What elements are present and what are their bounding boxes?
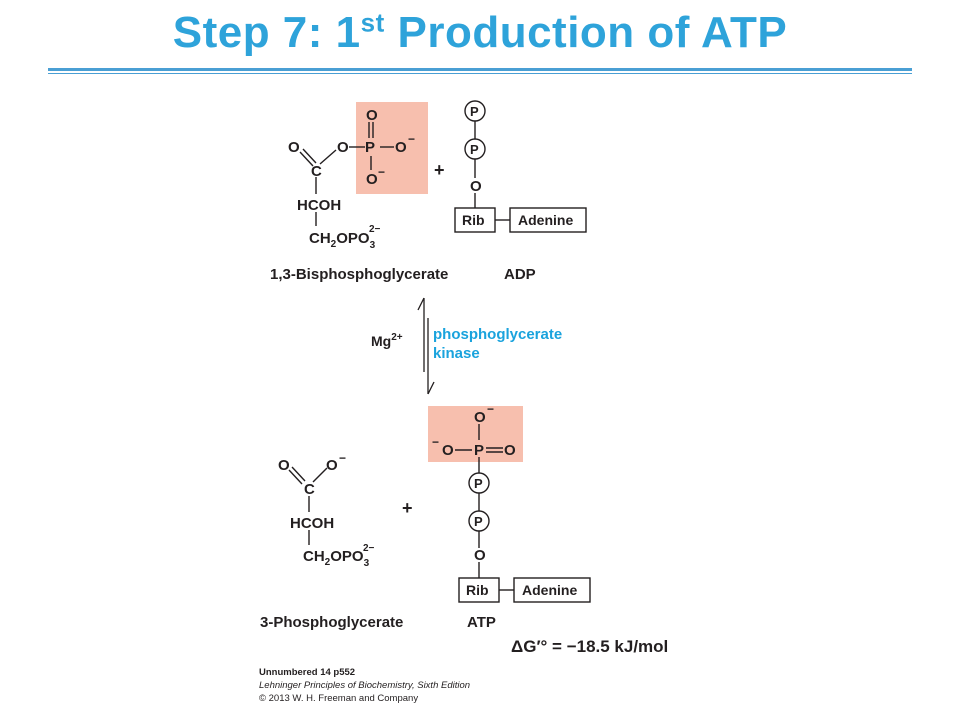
phosphate-highlight-bottom <box>428 406 523 462</box>
p1-name: 3-Phosphoglycerate <box>260 614 403 631</box>
atp-p-main: P <box>474 442 484 459</box>
equilibrium-arrows <box>417 297 435 395</box>
p1-o-neg-charge: − <box>339 451 346 465</box>
p1-o-double: O <box>278 457 290 474</box>
delta-g-value: ΔG′° = −18.5 kJ/mol <box>511 637 668 656</box>
title-underline-thin <box>48 73 912 74</box>
atp-o-left-charge: − <box>432 435 439 449</box>
r1-o-right: O <box>395 139 407 156</box>
enzyme-name-line2: kinase <box>433 345 480 362</box>
adp-structure <box>454 100 587 233</box>
enzyme-name-line1: phosphoglycerate <box>433 326 562 343</box>
adp-rib: Rib <box>462 212 485 228</box>
r1-o-bottom-charge: − <box>378 165 385 179</box>
r1-charge: 2− <box>369 224 381 235</box>
adp-o: O <box>470 178 482 195</box>
atp-adenine: Adenine <box>522 582 577 598</box>
atp-rib: Rib <box>466 582 489 598</box>
p1-charge: 2− <box>363 543 375 554</box>
r1-o-top: O <box>366 107 378 124</box>
plus-sign-bottom: + <box>402 498 413 518</box>
cofactor-mg: Mg2+ <box>371 332 403 349</box>
atp-o-right: O <box>504 442 516 459</box>
p1-c: C <box>304 481 315 498</box>
atp-o-top: O <box>474 409 486 426</box>
phosphate-highlight-top <box>356 102 428 194</box>
adp-p2: P <box>470 142 479 157</box>
r1-ch2opo3: CH2OPO3 <box>309 230 376 251</box>
phosphoglycerate-structure <box>288 466 328 545</box>
r1-p: P <box>365 139 375 156</box>
plus-sign-top: + <box>434 160 445 180</box>
r1-c: C <box>311 163 322 180</box>
atp-p2: P <box>474 514 483 529</box>
r1-o-bottom: O <box>366 171 378 188</box>
atp-structure <box>455 424 591 603</box>
p1-ch2opo3: CH2OPO3 <box>303 548 370 569</box>
r1-name: 1,3-Bisphosphoglycerate <box>270 266 448 283</box>
atp-o-left: O <box>442 442 454 459</box>
adp-p1: P <box>470 104 479 119</box>
atp-p1: P <box>474 476 483 491</box>
adp-adenine: Adenine <box>518 212 573 228</box>
figure-credit-id: Unnumbered 14 p552 <box>259 667 356 678</box>
atp-o: O <box>474 547 486 564</box>
bisphosphoglycerate-structure <box>299 122 394 226</box>
r1-o-right-charge: − <box>408 132 415 146</box>
slide-title: Step 7: 1st Production of ATP <box>172 7 788 57</box>
r1-o-double: O <box>288 139 300 156</box>
title-underline <box>48 68 912 71</box>
p1-o-neg: O <box>326 457 338 474</box>
figure-credit-book: Lehninger Principles of Biochemistry, Si… <box>259 680 471 691</box>
atp-o-top-charge: − <box>487 402 494 416</box>
atp-name: ATP <box>467 614 496 631</box>
r1-hcoh: HCOH <box>297 197 341 214</box>
r1-bridge-o: O <box>337 139 349 156</box>
p1-hcoh: HCOH <box>290 515 334 532</box>
figure-credit-copyright: © 2013 W. H. Freeman and Company <box>259 693 419 704</box>
adp-name: ADP <box>504 266 536 283</box>
